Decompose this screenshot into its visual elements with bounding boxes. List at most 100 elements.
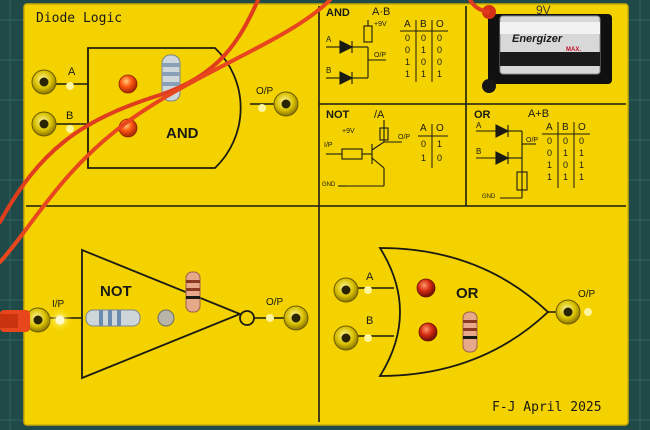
red-wire-1[interactable] <box>0 0 260 224</box>
and-ref-cell: 0 <box>405 33 411 43</box>
battery-wire[interactable] <box>468 0 490 14</box>
and-ref-vcc: +9V <box>374 21 387 28</box>
red-wire-2[interactable] <box>0 0 332 264</box>
and-terminal-out[interactable] <box>273 91 299 117</box>
not-ref-vcc: +9V <box>342 128 355 135</box>
board-credit: F-J April 2025 <box>492 400 602 415</box>
or-ref-cell: 0 <box>547 148 553 158</box>
section-dividers <box>26 6 626 422</box>
or-indicator-a <box>364 286 372 294</box>
or-led-b <box>418 322 438 342</box>
not-ref-in: I/P <box>324 142 333 149</box>
not-ref-title: NOT <box>326 109 350 121</box>
not-output-label: O/P <box>266 297 284 308</box>
and-indicator-a <box>66 82 74 90</box>
and-ref-cell: 0 <box>437 45 443 55</box>
or-ref-cell: 1 <box>579 172 585 182</box>
not-indicator-out <box>266 314 274 322</box>
not-resistor-2 <box>185 271 201 313</box>
or-ref-cell: 1 <box>579 160 585 170</box>
and-input-a-label: A <box>68 66 76 78</box>
not-ref-cell: 1 <box>421 153 427 163</box>
and-ref-cell: 0 <box>405 45 411 55</box>
and-ref-cell: 1 <box>437 69 443 79</box>
and-input-b-label: B <box>66 110 74 122</box>
or-ref-cell: 0 <box>579 136 585 146</box>
or-ref-in-a: A <box>476 121 482 130</box>
or-ref-expr: A+B <box>528 108 550 120</box>
and-ref-cell: 0 <box>421 57 427 67</box>
and-terminal-a[interactable] <box>31 69 57 95</box>
or-terminal-a[interactable] <box>333 277 359 303</box>
not-ref-out: O/P <box>398 134 411 141</box>
and-ref-cell: 1 <box>421 45 427 55</box>
battery-voltage-label: 9V <box>536 3 551 17</box>
and-terminal-b[interactable] <box>31 111 57 137</box>
not-ref-expr: /A <box>374 109 385 121</box>
or-ref-out: O/P <box>526 137 539 144</box>
or-ref-in-b: B <box>476 147 482 156</box>
and-ref-cell: 1 <box>405 57 411 67</box>
and-ref-expr: A·B <box>372 6 391 18</box>
not-resistor-1 <box>85 309 141 327</box>
and-ref-cell: 0 <box>437 33 443 43</box>
and-ref-th-a: A <box>404 19 411 30</box>
and-ref-schematic <box>326 20 386 85</box>
or-ref-cell: 1 <box>547 160 553 170</box>
and-gate-label: AND <box>166 125 199 142</box>
and-indicator-b <box>66 125 74 133</box>
not-gate-symbol <box>81 248 243 380</box>
or-ref-cell: 0 <box>563 160 569 170</box>
or-terminal-out[interactable] <box>555 299 581 325</box>
battery-terminal-negative <box>482 79 496 93</box>
or-indicator-b <box>364 334 372 342</box>
battery-sub: MAX. <box>566 47 581 53</box>
not-ref-gnd: GND <box>322 182 336 188</box>
and-ref-cell: 0 <box>421 33 427 43</box>
and-ref-th-o: O <box>436 19 444 30</box>
or-ref-th-o: O <box>578 122 586 133</box>
not-ref-truth-grid <box>418 124 448 168</box>
not-ref-cell: 0 <box>437 153 443 163</box>
or-ref-cell: 0 <box>563 136 569 146</box>
and-ref-in-a: A <box>326 35 332 44</box>
or-led-a <box>416 278 436 298</box>
or-terminal-b[interactable] <box>333 325 359 351</box>
or-ref-cell: 0 <box>547 136 553 146</box>
or-ref-title: OR <box>474 109 491 121</box>
and-led-a <box>118 74 138 94</box>
not-ref-th-o: O <box>436 123 444 134</box>
or-input-a-label: A <box>366 271 374 283</box>
or-gate-label: OR <box>456 285 479 302</box>
or-ref-cell: 1 <box>547 172 553 182</box>
or-resistor <box>462 311 478 353</box>
not-ref-schematic <box>326 120 402 187</box>
battery-brand: Energizer <box>512 33 563 45</box>
and-ref-cell: 0 <box>437 57 443 67</box>
or-ref-cell: 1 <box>579 148 585 158</box>
or-output-label: O/P <box>578 289 596 300</box>
and-indicator-out <box>258 104 266 112</box>
not-indicator-in <box>55 315 65 325</box>
or-gate-symbol <box>378 247 550 377</box>
not-transistor <box>157 309 175 327</box>
and-ref-title: AND <box>326 7 350 19</box>
and-ref-out: O/P <box>374 52 387 59</box>
or-ref-cell: 1 <box>563 148 569 158</box>
or-ref-gnd: GND <box>482 194 496 200</box>
or-input-b-label: B <box>366 315 374 327</box>
and-ref-cell: 1 <box>405 69 411 79</box>
and-ref-in-b: B <box>326 66 332 75</box>
board-title: Diode Logic <box>36 11 123 26</box>
not-terminal-out[interactable] <box>283 305 309 331</box>
or-ref-truth-grid <box>542 122 590 188</box>
not-ref-cell: 0 <box>421 139 427 149</box>
not-input-label: I/P <box>52 299 65 310</box>
or-ref-schematic <box>476 124 536 199</box>
and-ref-th-b: B <box>420 19 427 30</box>
or-ref-th-b: B <box>562 122 569 133</box>
not-ref-th-a: A <box>420 123 427 134</box>
and-ref-cell: 1 <box>421 69 427 79</box>
